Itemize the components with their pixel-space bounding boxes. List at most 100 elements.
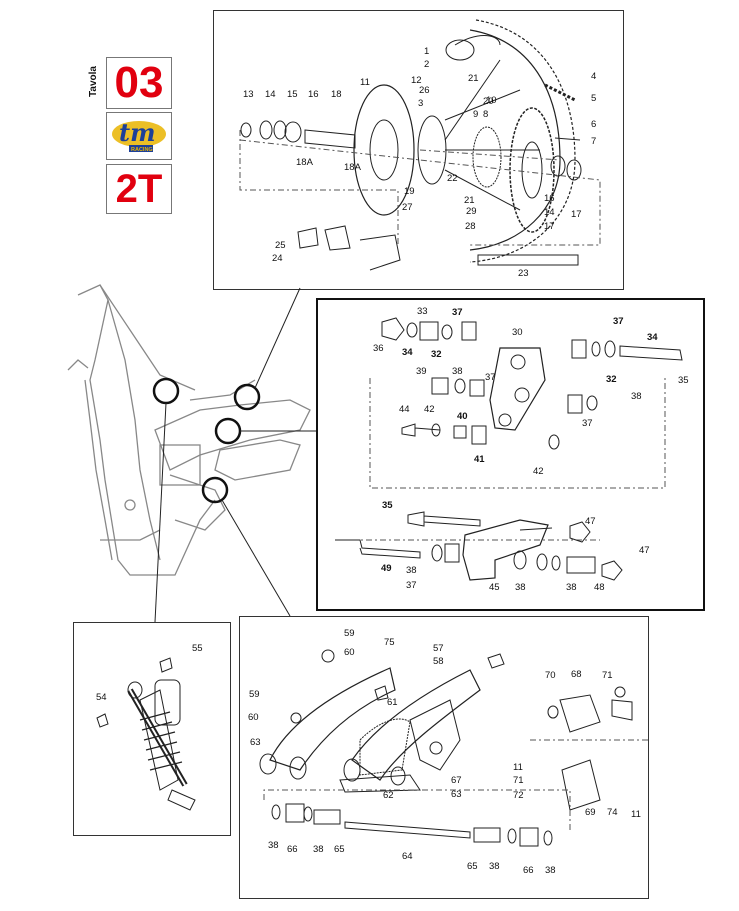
motorcycle-frame: [67, 284, 311, 576]
part-label: 4: [591, 71, 597, 82]
tm-racing-logo: tm RACING: [106, 112, 172, 160]
tm-logo-graphic: tm RACING: [112, 118, 166, 153]
part-label: 47: [639, 545, 650, 556]
part-label: 29: [466, 206, 477, 217]
part-label: 18: [331, 89, 342, 100]
part-label: 36: [373, 343, 384, 354]
svg-text:RACING: RACING: [131, 147, 153, 153]
part-label: 47: [585, 516, 596, 527]
part-label: 38: [566, 582, 577, 593]
part-label: 74: [607, 807, 618, 818]
part-label: 20: [483, 96, 494, 107]
part-label: 3: [418, 98, 424, 109]
part-label: 5: [591, 93, 597, 104]
table-number: 03: [106, 57, 172, 109]
part-label: 10: [486, 95, 497, 106]
part-label: 11: [631, 809, 641, 820]
part-label: 33: [417, 306, 428, 317]
part-label: 34: [647, 332, 658, 343]
rear-wheel-assembly: [239, 19, 601, 271]
part-label: 38: [268, 840, 279, 851]
part-label: 11: [513, 762, 523, 773]
part-label: 38: [406, 565, 417, 576]
part-label: 18A: [344, 162, 361, 173]
part-label: 62: [383, 790, 394, 801]
engine-type: 2T: [106, 164, 172, 214]
svg-text:tm: tm: [119, 118, 155, 147]
part-label: 37: [406, 580, 417, 591]
part-label: 66: [287, 844, 298, 855]
part-label: 45: [489, 582, 500, 593]
part-label: 38: [545, 865, 556, 876]
part-label: 14: [265, 89, 276, 100]
part-label: 9: [473, 109, 479, 120]
part-label: 34: [402, 347, 413, 358]
part-label: 35: [678, 375, 689, 386]
part-label: 71: [602, 670, 613, 681]
part-label: 49: [381, 563, 392, 574]
part-label: 11: [360, 77, 370, 88]
part-label: 37: [582, 418, 593, 429]
part-label: 63: [451, 789, 462, 800]
swingarm-assembly: [259, 649, 650, 847]
part-label: 15: [287, 89, 298, 100]
part-label: 60: [248, 712, 259, 723]
shock-absorber: [96, 657, 196, 811]
part-label: 24: [272, 253, 283, 264]
part-label: 18A: [296, 157, 313, 168]
part-label: 1: [424, 46, 430, 57]
shock-linkage-panel: [316, 298, 705, 611]
part-label: 42: [424, 404, 435, 415]
part-label: 40: [457, 411, 468, 422]
part-label: 61: [387, 697, 398, 708]
part-label: 57: [433, 643, 444, 654]
part-label: 60: [344, 647, 355, 658]
part-label: 63: [250, 737, 261, 748]
rear-wheel-panel: [213, 10, 624, 290]
part-label: 48: [594, 582, 605, 593]
part-label: 17: [571, 209, 582, 220]
part-label: 68: [571, 669, 582, 680]
part-label: 19: [404, 186, 415, 197]
part-label: 69: [585, 807, 596, 818]
part-label: 32: [431, 349, 442, 360]
part-label: 38: [489, 861, 500, 872]
part-label: 26: [419, 85, 430, 96]
callout-leaders: [154, 287, 316, 623]
part-label: 2: [424, 59, 430, 70]
part-label: 21: [468, 73, 479, 84]
part-label: 66: [523, 865, 534, 876]
part-label: 70: [545, 670, 556, 681]
part-label: 23: [518, 268, 529, 279]
part-label: 27: [402, 202, 413, 213]
part-label: 59: [344, 628, 355, 639]
shock-linkage-assembly: [335, 317, 683, 581]
part-label: 35: [382, 500, 393, 511]
part-label: 55: [192, 643, 203, 654]
part-label: 22: [447, 173, 458, 184]
part-label: 25: [275, 240, 286, 251]
part-label: 7: [591, 136, 597, 147]
part-label: 39: [416, 366, 427, 377]
part-label: 75: [384, 637, 395, 648]
part-label: 38: [313, 844, 324, 855]
part-label: 58: [433, 656, 444, 667]
part-label: 8: [483, 109, 489, 120]
part-label: 14: [544, 207, 555, 218]
part-label: 54: [96, 692, 107, 703]
shock-absorber-panel: [73, 622, 231, 836]
part-label: 42: [533, 466, 544, 477]
part-label: 16: [308, 89, 319, 100]
part-label: 44: [399, 404, 410, 415]
part-label: 65: [334, 844, 345, 855]
part-label: 21: [464, 195, 475, 206]
part-label: 72: [513, 790, 524, 801]
part-label: 37: [452, 307, 463, 318]
part-label: 28: [465, 221, 476, 232]
part-label: 65: [467, 861, 478, 872]
part-label: 12: [411, 75, 422, 86]
part-label: 32: [606, 374, 617, 385]
part-label: 37: [613, 316, 624, 327]
part-label: 59: [249, 689, 260, 700]
